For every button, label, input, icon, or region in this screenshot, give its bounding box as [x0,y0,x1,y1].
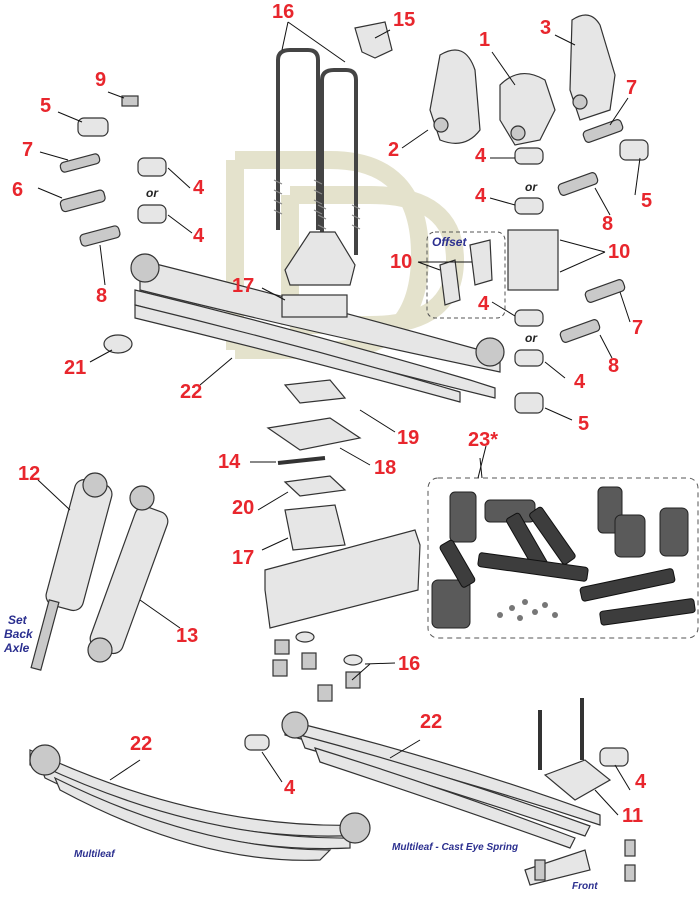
callout-8-right-top: 8 [602,213,614,235]
callout-16-bottom: 16 [398,653,421,675]
callout-8-right-mid: 8 [608,355,620,377]
pin-7-left [59,153,101,173]
offset-label: Offset [432,235,467,249]
leaf-spring-multileaf [29,744,371,861]
set-back-axle-label-1: Set [8,613,27,627]
leader-lines [37,21,641,816]
callout-7-right-top: 7 [626,77,638,99]
multileaf-label: Multileaf [74,849,115,860]
callout-19: 19 [397,427,420,449]
callout-20: 20 [232,497,255,519]
callout-22-main: 22 [180,381,203,403]
nuts-16 [272,631,363,702]
axle-seat-top [284,231,356,286]
offset-box [426,231,506,319]
callout-10-right: 10 [608,241,631,263]
cap-21 [103,334,133,354]
kit-23-box [427,477,699,639]
callout-22-cast-eye: 22 [420,711,443,733]
pin-8-right-mid [559,319,601,343]
or-label-left: or [146,186,158,200]
callout-9: 9 [95,69,107,91]
plate-19-a [283,379,347,404]
bushing-4-d [514,197,544,215]
callout-14: 14 [218,451,241,473]
hanger-3 [569,14,616,121]
bushing-4-bottom-left [244,734,270,751]
hanger-1 [499,73,556,146]
callout-21: 21 [64,357,87,379]
shackle-offset-b [469,239,493,286]
callout-5-right-top: 5 [641,190,653,212]
callout-4-right-b: 4 [475,185,487,207]
callout-8-left: 8 [96,285,108,307]
callout-7-left: 7 [22,139,34,161]
callout-17-top: 17 [232,275,255,297]
bolt-14 [277,456,326,465]
pin-7-right-mid [584,279,626,303]
callout-4-bottom-left: 4 [284,777,296,799]
front-label: Front [572,881,598,892]
callout-18: 18 [374,457,397,479]
pad-17-bottom [284,504,346,551]
bushing-4-c [514,147,544,165]
callout-4-right-c: 4 [478,293,490,315]
bushing-5-left [77,117,109,137]
bracket-11 [524,698,636,886]
callout-1: 1 [479,29,491,51]
callout-12: 12 [18,463,41,485]
callout-11: 11 [622,805,644,827]
bushing-5-right-top [619,139,649,161]
set-back-axle-label-2: Back [4,627,33,641]
callout-2: 2 [388,139,400,161]
plate-19-b [266,417,362,451]
bushing-4-b [137,204,167,224]
kit-23-photo [431,486,696,629]
bushing-4-f [514,349,544,367]
callout-16-top: 16 [272,1,295,23]
bolt-6 [59,189,106,213]
callout-7-right-mid: 7 [632,317,644,339]
bracket-15 [354,21,393,59]
shock-absorber-12 [30,472,113,671]
callout-10-offset: 10 [390,251,413,273]
callout-13: 13 [176,625,199,647]
callout-4-left-a: 4 [193,177,205,199]
wedge-20 [283,475,347,497]
bushing-4-e [514,309,544,327]
pin-8-right-top [557,172,599,196]
set-back-axle-label-3: Axle [4,641,30,655]
callout-17-bottom: 17 [232,547,255,569]
callout-6: 6 [12,179,24,201]
bushing-4-a [137,157,167,177]
callout-3: 3 [540,17,552,39]
multileaf-cast-eye-label: Multileaf - Cast Eye Spring [392,842,519,853]
bushing-4-bottom-right [599,747,629,767]
callout-4-bottom-right: 4 [635,771,647,793]
pad-17-top [281,294,348,318]
or-label-right-top: or [525,180,537,194]
bushing-5-right-bottom [514,392,544,414]
pin-7-right-top [582,119,624,143]
or-label-right-bottom: or [525,331,537,345]
shock-absorber-13 [87,485,169,663]
u-bolts-top [276,48,358,255]
callout-5-left: 5 [40,95,52,117]
callout-4-left-b: 4 [193,225,205,247]
callout-23-kit: 23* [468,429,499,451]
callout-22-multileaf: 22 [130,733,153,755]
callout-4-right-a: 4 [475,145,487,167]
bushing-9 [121,95,139,107]
leaf-spring-cast-eye [281,711,601,849]
callout-5-right-bottom: 5 [578,413,590,435]
pin-8-left [79,225,121,247]
axle-seat-bottom [264,529,421,629]
shackle-10-right [507,229,559,291]
callout-4-right-d: 4 [574,371,586,393]
callout-15: 15 [393,9,416,31]
